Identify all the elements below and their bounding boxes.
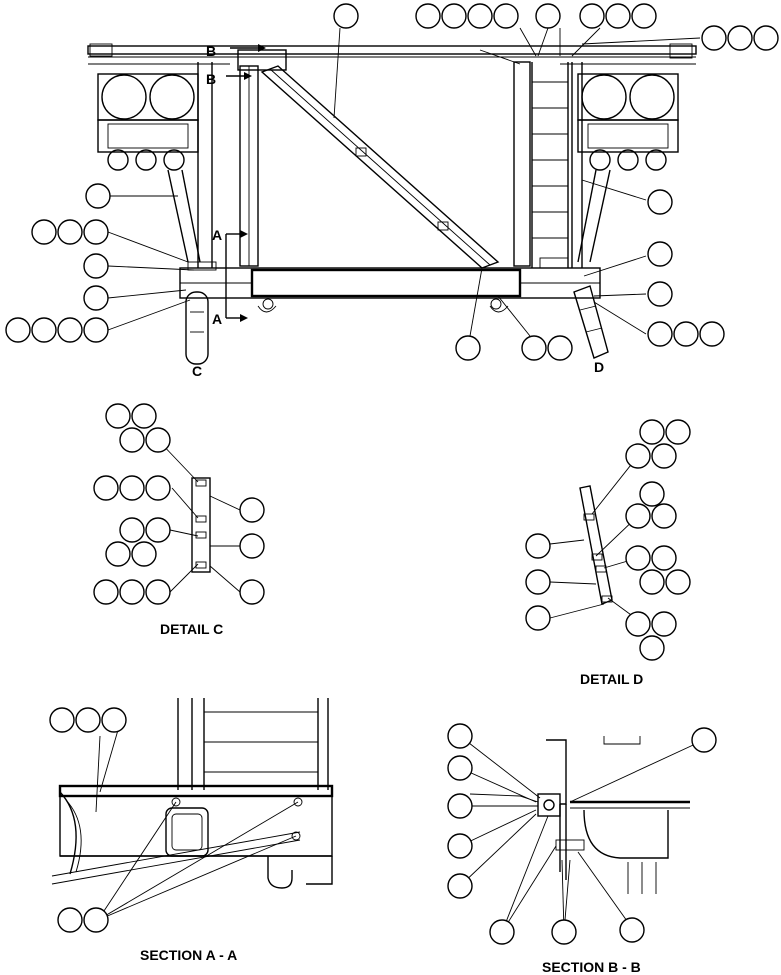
section-a-label-top: A (212, 227, 222, 243)
detail-c-title: DETAIL C (160, 621, 223, 637)
detail-d-title: DETAIL D (580, 671, 643, 687)
section-b-label-top: B (206, 43, 216, 59)
detail-c-view: DETAIL C (93, 403, 265, 637)
section-a-title: SECTION A - A (140, 947, 237, 963)
section-a-view: SECTION A - A (49, 698, 334, 963)
main-leader-lines (98, 27, 701, 337)
main-view-balloons (5, 3, 779, 361)
main-front-view (87, 43, 697, 365)
detail-d-view: DETAIL D (525, 419, 691, 687)
detail-d-marker: D (594, 359, 604, 375)
section-b-title: SECTION B - B (542, 959, 641, 975)
section-b-view: SECTION B - B (447, 723, 717, 975)
section-a-label-bottom: A (212, 311, 222, 327)
section-markers: B B A A C D (192, 43, 604, 379)
detail-c-marker: C (192, 363, 202, 379)
section-b-label-bottom: B (206, 71, 216, 87)
